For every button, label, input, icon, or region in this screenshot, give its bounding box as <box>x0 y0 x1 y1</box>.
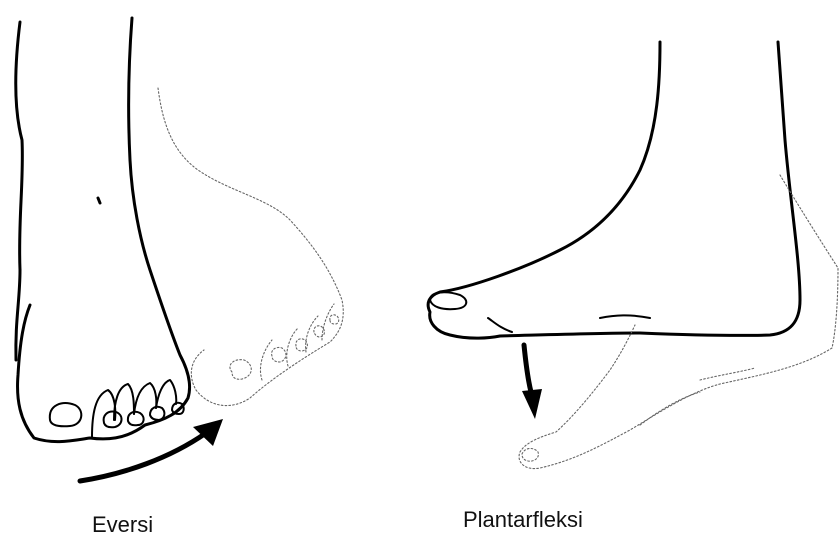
eversion-arrow <box>80 419 223 481</box>
eversion-caption: Eversi <box>92 512 153 538</box>
plantarflexion-foot-start-position <box>428 42 800 338</box>
plantarflexion-foot-end-position <box>519 175 838 469</box>
eversion-foot-start-position <box>16 18 190 442</box>
plantarflexion-arrow <box>522 345 542 419</box>
eversion-illustration <box>16 18 344 481</box>
plantarflexion-illustration <box>428 42 838 469</box>
plantarflexion-caption: Plantarfleksi <box>463 507 583 533</box>
eversion-foot-end-position <box>158 88 343 406</box>
